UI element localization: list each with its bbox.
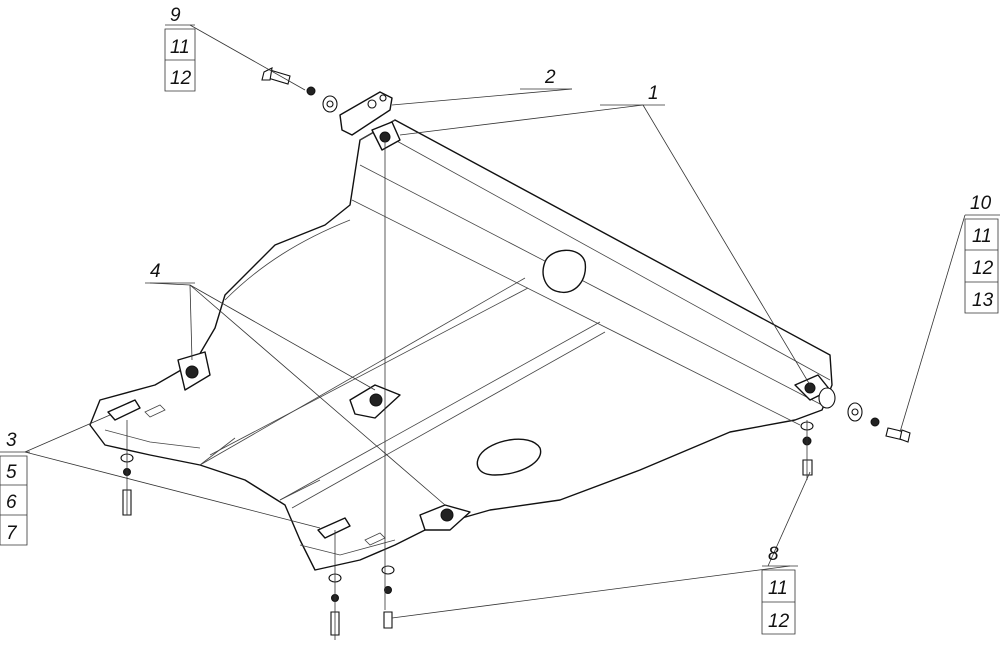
clip-tab-front (317, 517, 351, 539)
bolt-8 (802, 459, 813, 476)
bolt-9 (261, 67, 291, 85)
callout-7: 7 (6, 523, 18, 544)
callout-group-3: 3 5 6 7 (0, 430, 30, 546)
mounting-plate (339, 91, 401, 151)
callout-12: 12 (170, 68, 192, 89)
callout-group-9: 9 11 12 (164, 5, 196, 92)
callout-11-bottom: 11 (768, 578, 788, 599)
washer-12-bottom (381, 565, 395, 575)
callout-6: 6 (6, 492, 17, 513)
callout-9: 9 (170, 5, 181, 26)
callout-3: 3 (6, 430, 17, 451)
access-hole (542, 249, 587, 294)
callout-group-8: 8 11 12 (761, 544, 798, 635)
callout-group-10: 10 11 12 13 (964, 193, 1000, 314)
callout-4: 4 (150, 261, 161, 282)
bracket-right (419, 504, 471, 531)
skid-plate (89, 119, 833, 571)
callout-12-right: 12 (972, 258, 994, 279)
bolt-8-bottom (383, 611, 393, 629)
callout-8: 8 (768, 544, 779, 565)
callout-10: 10 (970, 193, 992, 214)
clip-tab-left (107, 399, 141, 421)
callout-group-1: 1 (600, 83, 665, 106)
bolt-10 (885, 427, 911, 443)
bracket-middle (349, 384, 401, 419)
washer-13 (818, 387, 836, 409)
bracket-left (177, 351, 211, 391)
callout-11: 11 (170, 37, 190, 58)
drain-hole (476, 438, 542, 476)
callout-group-4: 4 (145, 261, 195, 284)
callout-5: 5 (6, 462, 17, 483)
callout-1: 1 (648, 83, 659, 104)
callout-2: 2 (544, 67, 556, 88)
nut-11-right (870, 417, 880, 427)
nut-11 (306, 86, 316, 96)
callout-11-right: 11 (972, 226, 992, 247)
callout-13: 13 (972, 290, 994, 311)
callout-12-bottom: 12 (768, 611, 790, 632)
nut-11-bottom (384, 586, 392, 594)
callout-group-2: 2 (520, 67, 572, 90)
